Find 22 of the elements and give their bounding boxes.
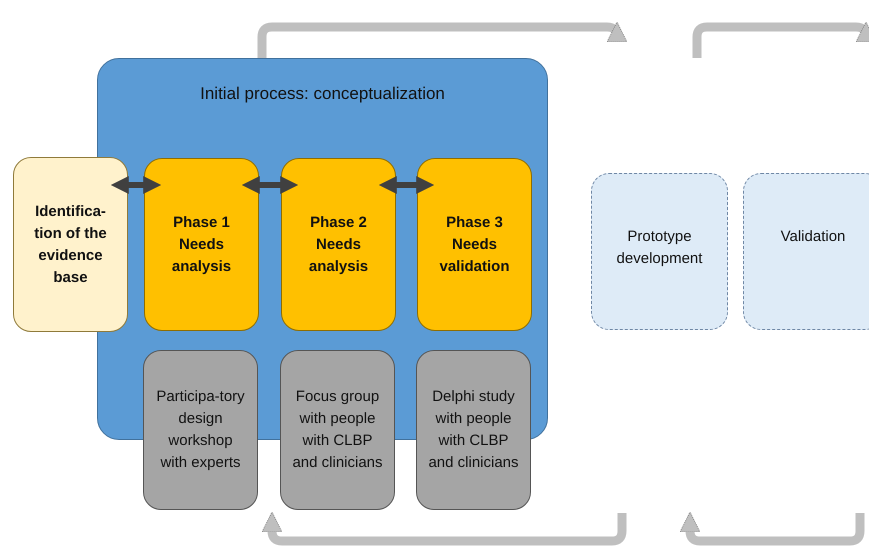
box-label: Participa-tory design workshop with experts [155, 387, 246, 473]
phase-box [281, 158, 396, 331]
double-arrow [378, 176, 434, 194]
box-label: Phase 1 Needs analysis [170, 212, 232, 276]
method-box [416, 350, 531, 510]
panel-title: Initial process: conceptualization [199, 83, 446, 105]
phase-box [417, 158, 532, 331]
box-label: Phase 3 Needs validation [438, 212, 510, 276]
box-label: Delphi study with people with CLBP and clinicians [428, 387, 520, 473]
process-box [13, 157, 128, 332]
box-label: Identifica-tion of the evidence base [33, 202, 108, 288]
box-label: Validation [780, 227, 846, 247]
phase-box [144, 158, 259, 331]
box-label: Phase 2 Needs analysis [308, 212, 370, 276]
box-label: Focus group with people with CLBP and clinicians [292, 387, 384, 473]
stage-box [591, 173, 728, 330]
box-label: Prototype development [616, 227, 704, 269]
method-box [280, 350, 395, 510]
stage-box [743, 173, 869, 330]
double-arrow [242, 176, 298, 194]
method-box [143, 350, 258, 510]
double-arrow [110, 176, 162, 194]
